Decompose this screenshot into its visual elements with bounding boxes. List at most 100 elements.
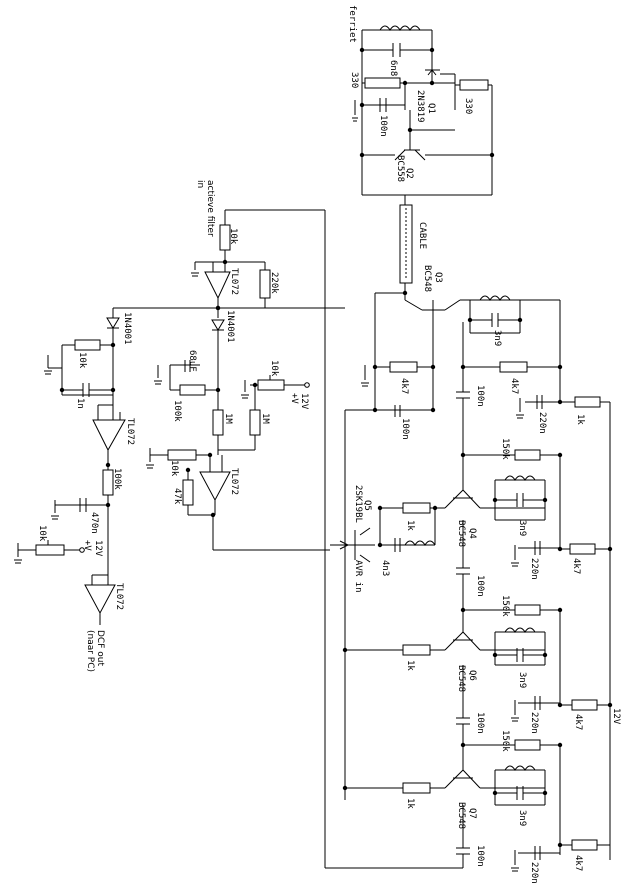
r1m-b-label: 1M (260, 413, 270, 424)
c100n-q4-label: 100n (475, 575, 485, 597)
r4k7-q3-left-label: 4k7 (399, 378, 409, 394)
resistor-100k-left (102, 469, 114, 496)
resistor-220k (259, 269, 271, 299)
q5-label: Q5 (362, 500, 372, 511)
c220n-q6-label: 220n (529, 712, 539, 734)
diode-1n4001-left (106, 317, 120, 329)
dcf-out-label: DCF out (95, 630, 105, 666)
r4k7-q6-label: 4k7 (573, 714, 583, 730)
r100k-left-label: 100k (112, 468, 122, 490)
resistor-4k7-q3-right (499, 361, 528, 373)
r100k-mid-label: 100k (172, 400, 182, 422)
ferrite-label: ferriet (347, 5, 357, 43)
q4-type-label: BC548 (456, 520, 466, 547)
c3n9-q6-label: 3n9 (517, 672, 527, 688)
r1k-q7-label: 1k (405, 798, 415, 809)
c100n-q3-label: 100n (400, 418, 410, 440)
resistor-1k-right (574, 396, 601, 408)
opamp-top-label: TL072 (229, 268, 239, 295)
q5-jfet (348, 527, 375, 563)
dcf-out-note-label: (naar PC) (85, 630, 95, 672)
c100n-q3b-label: 100n (475, 385, 485, 407)
q7-label: Q7 (467, 808, 477, 819)
v12-mid-label: 12V (299, 393, 309, 410)
r330-left-label: 330 (349, 72, 359, 88)
v12-left-label: 12V (93, 540, 103, 557)
ferrite-coil (379, 25, 421, 31)
dcf-output-stage (14, 305, 345, 625)
r150k-q6-label: 150k (500, 595, 510, 617)
q2-label: Q2 (404, 168, 414, 179)
c220n-q4-label: 220n (529, 558, 539, 580)
r150k-q7-label: 150k (500, 730, 510, 752)
opamp-left (92, 419, 126, 452)
resistor-150k-q4 (514, 449, 541, 461)
resistor-1k-q7 (402, 782, 431, 794)
resistor-4k7-q7 (571, 839, 598, 851)
r10k-pot-left-label: 10k (37, 525, 47, 542)
resistor-4k7-q6 (571, 699, 598, 711)
v12-right-label: 12V (611, 708, 621, 725)
q5-type-label: 2SK19BL (353, 485, 363, 523)
resistor-1k-q6 (402, 644, 431, 656)
q4-q5-stage (330, 449, 613, 610)
resistor-4k7-q3-left (389, 361, 418, 373)
r4k7-q3-right-label: 4k7 (509, 378, 519, 394)
q4-transistor (444, 455, 481, 509)
resistor-1m-a (212, 409, 224, 436)
c3n9-q7-label: 3n9 (517, 810, 527, 826)
resistor-330-left (364, 77, 401, 89)
r220k-label: 220k (269, 272, 279, 294)
q3-label: Q3 (433, 272, 443, 283)
q6-type-label: BC548 (456, 665, 466, 692)
q7-transistor (444, 745, 481, 789)
r10k-top-label: 10k (228, 228, 238, 245)
c220n-q3-label: 220n (537, 412, 547, 434)
q7-type-label: BC548 (456, 802, 466, 829)
opamp-bottom (84, 584, 116, 615)
c100n-q7-label: 100n (475, 845, 485, 867)
r4k7-q7-label: 4k7 (573, 855, 583, 871)
filter-input-wire (225, 209, 326, 868)
diode-left-label: 1N4001 (122, 312, 132, 345)
resistor-4k7-q4 (569, 543, 596, 555)
r4k7-q4-label: 4k7 (571, 558, 581, 574)
r330-right-label: 330 (463, 98, 473, 114)
resistor-47k (182, 479, 194, 506)
plus-v-mid-label: +V (289, 393, 299, 404)
r1k-q5-label: 1k (405, 520, 415, 531)
opamp-top (204, 271, 231, 300)
ferrite-antenna-stage (352, 25, 495, 196)
active-filter-in-label: in (195, 180, 205, 188)
r10k-left-label: 10k (77, 352, 87, 369)
r1k-right-label: 1k (575, 414, 585, 425)
resistor-1k-q5 (402, 502, 431, 514)
r1m-a-label: 1M (223, 413, 233, 424)
resistor-150k-q7 (514, 739, 541, 751)
q2-transistor (394, 130, 426, 161)
resistor-10k-left (74, 339, 101, 351)
q3-transistor (404, 299, 461, 340)
cable-q3-stage (361, 195, 611, 860)
diode-1n4001-top (211, 319, 225, 331)
q6-transistor (444, 610, 481, 651)
c470n-label: 470n (89, 512, 99, 534)
potentiometer-10k (257, 379, 285, 391)
avr-in-label: AVR in (353, 560, 363, 593)
resistor-330-right (459, 79, 489, 91)
c68uf-label: 68uF (187, 350, 197, 372)
active-filter-label: actieve filter (205, 180, 215, 237)
opamp-left-label: TL072 (125, 418, 135, 445)
resistor-150k-q6 (514, 604, 541, 616)
q7-stage (325, 739, 610, 872)
q1-label: Q1 (426, 103, 436, 114)
opamp-mid-label: TL072 (229, 468, 239, 495)
diode-top-label: 1N4001 (225, 310, 235, 343)
resistor-100k-mid (179, 384, 206, 396)
r150k-q4-label: 150k (500, 438, 510, 460)
potentiometer-10k-left (35, 544, 65, 556)
r10k-pot-label: 10k (269, 360, 279, 377)
c220n-q7-label: 220n (529, 862, 539, 884)
